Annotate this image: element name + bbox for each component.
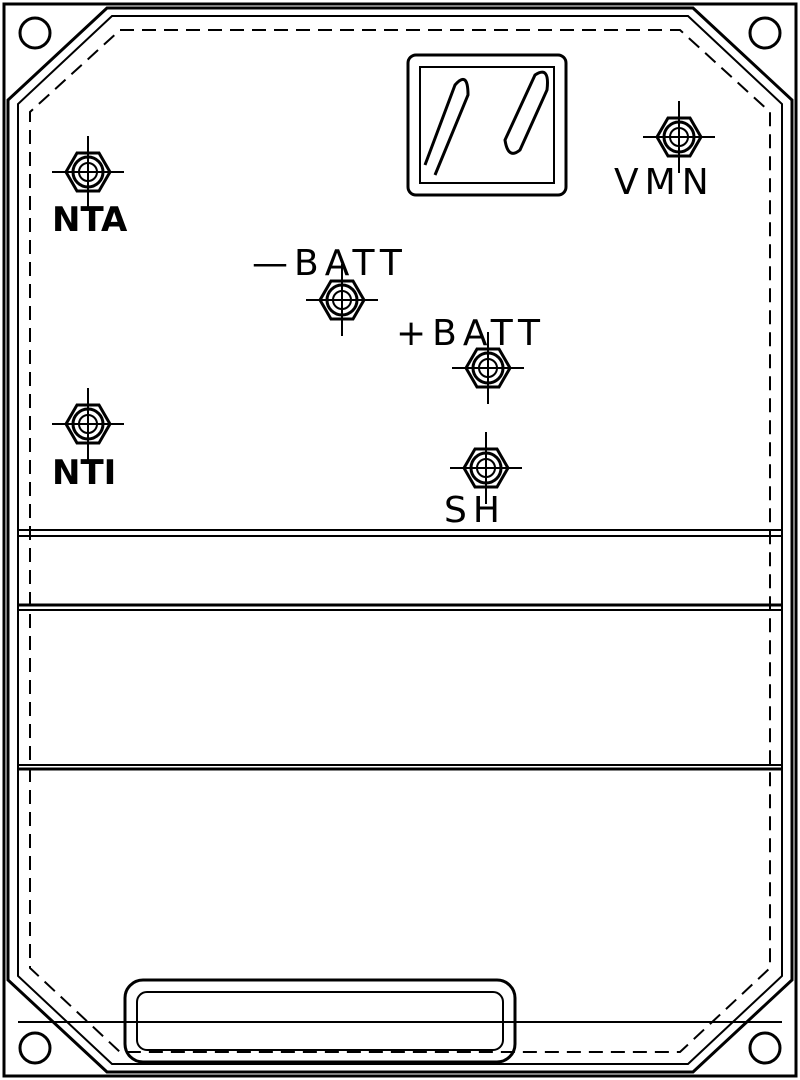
terminal-nta-icon <box>52 136 124 208</box>
housing-outline-outer <box>6 6 794 1074</box>
mounting-hole-bottom-right <box>748 1031 782 1065</box>
mounting-hole-bottom-left <box>18 1031 52 1065</box>
terminal-sh-icon <box>450 432 522 504</box>
housing-outline-dashed <box>29 29 771 1053</box>
terminal-batt-pos-icon <box>452 332 524 404</box>
terminal-nti-icon <box>52 388 124 460</box>
label-vmn: VMN <box>614 162 715 203</box>
cable-port-outer <box>123 978 517 1064</box>
label-batt-neg: —BATT <box>252 243 408 284</box>
label-batt-pos: +BATT <box>396 313 546 354</box>
label-sh: SH <box>444 490 506 531</box>
mounting-hole-top-right <box>748 16 782 50</box>
mounting-hole-top-left <box>18 16 52 50</box>
terminal-vmn-icon <box>643 101 715 173</box>
vent-gland-icon <box>406 53 568 197</box>
cable-port-inner <box>136 991 504 1051</box>
label-nti: NTI <box>52 453 116 493</box>
label-nta: NTA <box>52 200 128 240</box>
housing-outline-inner <box>17 15 783 1065</box>
terminal-batt-neg-icon <box>306 264 378 336</box>
